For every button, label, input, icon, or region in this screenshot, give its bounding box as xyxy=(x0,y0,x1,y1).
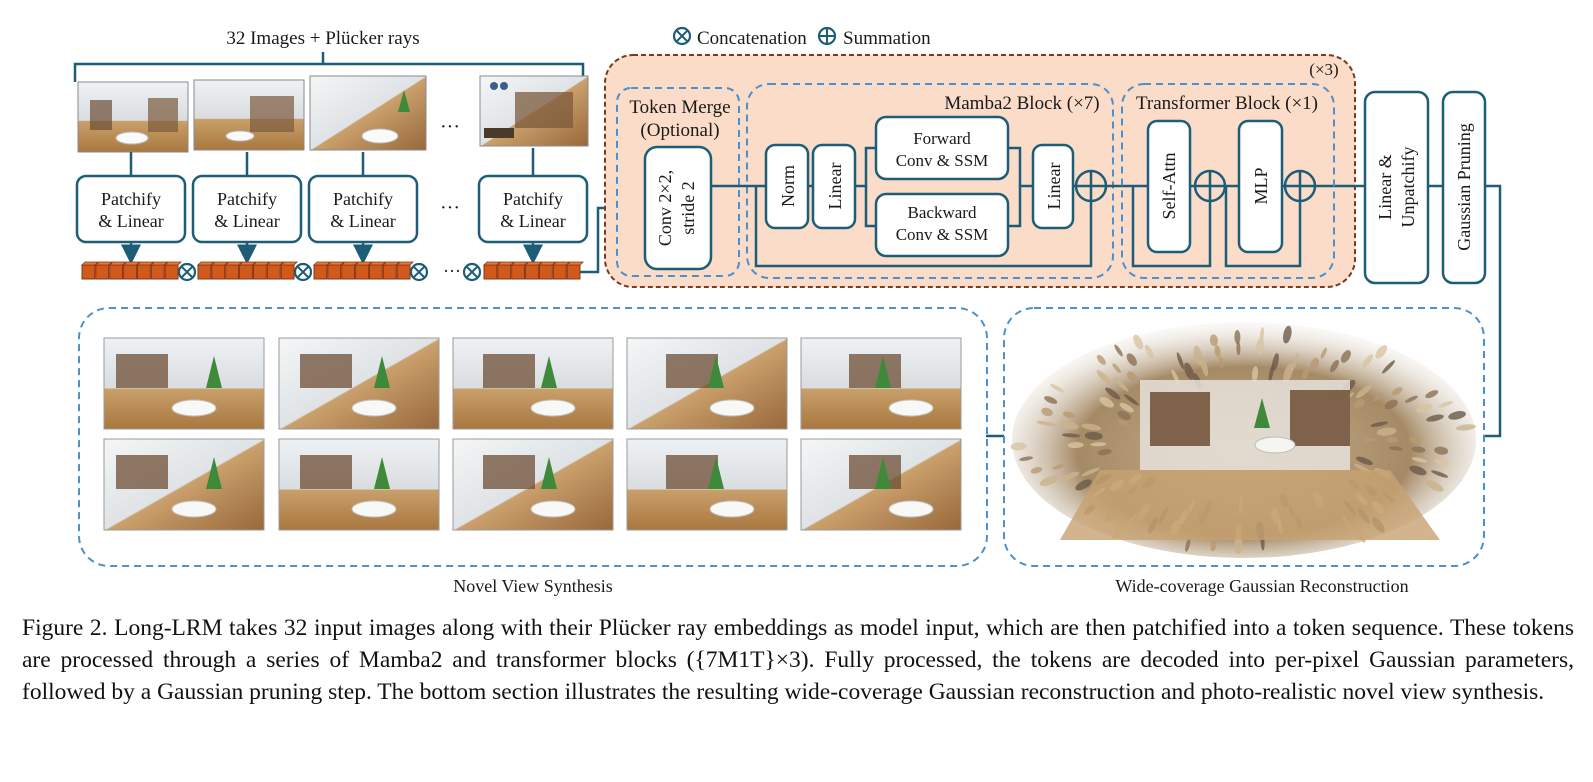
mlp-box: MLP xyxy=(1237,119,1284,254)
nvs-view-thumbnail xyxy=(452,438,614,531)
svg-text:Backward: Backward xyxy=(908,203,977,222)
svg-text:Patchify: Patchify xyxy=(101,189,161,209)
svg-text:Linear: Linear xyxy=(825,163,845,210)
nvs-view-thumbnail xyxy=(626,438,788,531)
gaussian-reconstruction-render xyxy=(1010,322,1476,558)
svg-text:Patchify: Patchify xyxy=(217,189,277,209)
sum-legend-icon xyxy=(817,26,837,46)
linear-unpatchify-box: Linear & Unpatchify xyxy=(1363,90,1430,285)
svg-text:Forward: Forward xyxy=(913,129,971,148)
nvs-view-thumbnail xyxy=(452,337,614,430)
concat-op-3 xyxy=(409,262,429,282)
concat-op-1 xyxy=(177,262,197,282)
svg-text:& Linear: & Linear xyxy=(500,211,565,231)
svg-text:Norm: Norm xyxy=(778,165,798,207)
linear-in-box: Linear xyxy=(811,143,857,230)
concat-op-4 xyxy=(462,262,482,282)
input-image-2 xyxy=(193,79,305,151)
svg-text:Patchify: Patchify xyxy=(503,189,563,209)
concat-legend-icon xyxy=(672,26,692,46)
svg-text:Conv 2×2,: Conv 2×2, xyxy=(655,170,675,246)
conv-stride-box: Conv 2×2, stride 2 xyxy=(643,145,713,271)
gaussian-pruning-box: Gaussian Pruning xyxy=(1441,90,1487,285)
token-merge-optional: (Optional) xyxy=(640,120,719,141)
patchify-linear-3: Patchify & Linear xyxy=(307,174,419,244)
token-group xyxy=(313,261,414,280)
mamba-sum-op xyxy=(1074,169,1108,203)
patchify-linear-1: Patchify & Linear xyxy=(75,174,187,244)
input-bracket xyxy=(73,62,585,82)
nvs-view-thumbnail xyxy=(800,438,962,531)
self-attn-box: Self-Attn xyxy=(1146,119,1192,254)
repeat-label: (×3) xyxy=(1309,60,1338,79)
svg-text:Patchify: Patchify xyxy=(333,189,393,209)
transformer-block-title: Transformer Block (×1) xyxy=(1136,93,1318,114)
forward-conv-ssm-box: Forward Conv & SSM xyxy=(874,115,1010,181)
input-image-1 xyxy=(77,81,189,153)
svg-text:& Linear: & Linear xyxy=(98,211,163,231)
svg-text:MLP: MLP xyxy=(1251,167,1271,204)
nvs-view-thumbnail xyxy=(278,438,440,531)
patchify-linear-32: Patchify & Linear xyxy=(477,174,589,244)
linear-out-box: Linear xyxy=(1031,143,1075,230)
nvs-region xyxy=(78,307,988,567)
mlp-sum-op xyxy=(1283,169,1317,203)
transformer-block-region xyxy=(1121,83,1335,279)
backward-conv-ssm-box: Backward Conv & SSM xyxy=(874,192,1010,258)
nvs-view-thumbnail xyxy=(278,337,440,430)
token-sequence xyxy=(81,261,584,280)
norm-box: Norm xyxy=(764,143,810,230)
input-title: 32 Images + Plücker rays xyxy=(226,28,419,49)
mamba-block-title: Mamba2 Block (×7) xyxy=(944,93,1099,114)
input-image-32 xyxy=(479,75,589,147)
recon-label: Wide-coverage Gaussian Reconstruction xyxy=(1115,576,1408,596)
svg-text:Unpatchify: Unpatchify xyxy=(1398,147,1418,228)
nvs-view-thumbnail xyxy=(800,337,962,430)
svg-text:& Linear: & Linear xyxy=(214,211,279,231)
images-ellipsis: ··· xyxy=(440,116,460,138)
model-connections xyxy=(711,146,1502,438)
nvs-view-thumbnail xyxy=(626,337,788,430)
concat-op-2 xyxy=(293,262,313,282)
tokens-ellipsis: ··· xyxy=(443,261,461,281)
svg-text:Gaussian Pruning: Gaussian Pruning xyxy=(1454,123,1474,251)
svg-text:Linear &: Linear & xyxy=(1375,154,1395,219)
architecture-diagram: 32 Images + Plücker rays ··· Patchify & … xyxy=(73,26,1502,596)
nvs-render-grid xyxy=(103,337,962,531)
attn-sum-op xyxy=(1193,169,1227,203)
token-group xyxy=(197,261,298,280)
input-image-3 xyxy=(309,75,427,151)
nvs-view-thumbnail xyxy=(103,337,265,430)
legend: Concatenation Summation xyxy=(672,26,931,49)
sum-legend-label: Summation xyxy=(843,28,931,49)
token-merge-region xyxy=(616,87,740,277)
nvs-view-thumbnail xyxy=(103,438,265,531)
svg-text:& Linear: & Linear xyxy=(330,211,395,231)
svg-text:stride 2: stride 2 xyxy=(678,181,698,235)
token-merge-title: Token Merge xyxy=(629,97,730,118)
figure-caption: Figure 2. Long-LRM takes 32 input images… xyxy=(22,615,1574,705)
patchify-ellipsis: ··· xyxy=(440,197,460,219)
mamba-block-region xyxy=(746,83,1114,279)
patchify-linear-2: Patchify & Linear xyxy=(191,174,303,244)
svg-text:Self-Attn: Self-Attn xyxy=(1159,153,1179,220)
recon-region xyxy=(1003,307,1485,567)
token-group xyxy=(81,261,182,280)
concat-legend-label: Concatenation xyxy=(697,28,807,49)
nvs-label: Novel View Synthesis xyxy=(453,576,613,596)
token-group xyxy=(483,261,584,280)
svg-text:Conv & SSM: Conv & SSM xyxy=(896,225,989,244)
svg-text:Conv & SSM: Conv & SSM xyxy=(896,151,989,170)
svg-text:Linear: Linear xyxy=(1044,163,1064,210)
